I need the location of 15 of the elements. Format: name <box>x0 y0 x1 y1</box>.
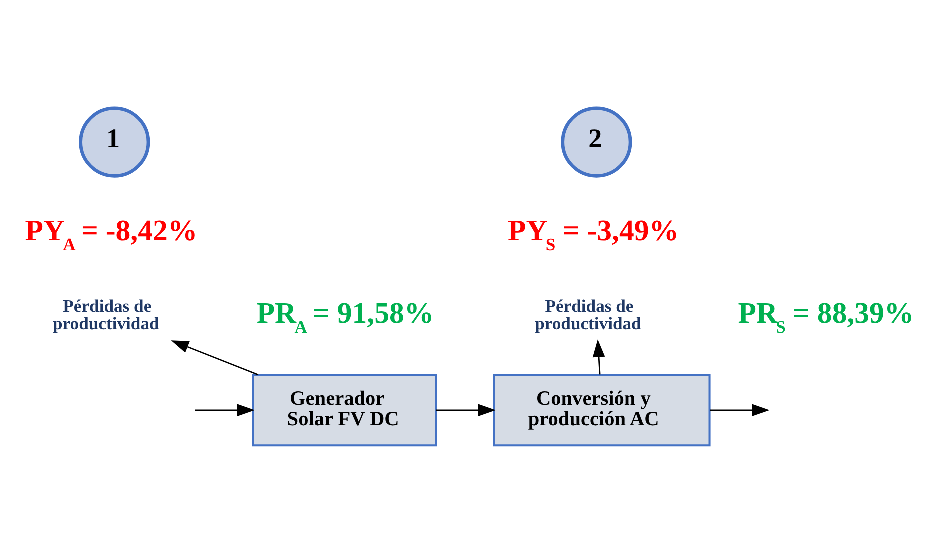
arrow <box>194 404 255 417</box>
label: PR$_{A}$ = 91,58% <box>256 297 434 338</box>
label: PY$_{A}$ = -8,42% <box>24 214 198 255</box>
arrow <box>710 404 770 417</box>
label: PY$_{S}$ = -3,49% <box>508 214 679 255</box>
node-text: Pérdidas de productividad <box>534 296 641 334</box>
node-text: Pérdidas de productividad <box>52 296 159 334</box>
node-box: Conversión y producción AC <box>492 374 710 447</box>
node-box: Generador Solar FV DC <box>252 374 437 447</box>
arrow <box>436 404 496 417</box>
node-circle: 2 <box>560 106 632 178</box>
node-circle: 1 <box>78 106 150 178</box>
label: PR$_{S}$ = 88,39% <box>738 297 914 338</box>
arrow <box>592 340 605 375</box>
arrow <box>170 340 258 376</box>
